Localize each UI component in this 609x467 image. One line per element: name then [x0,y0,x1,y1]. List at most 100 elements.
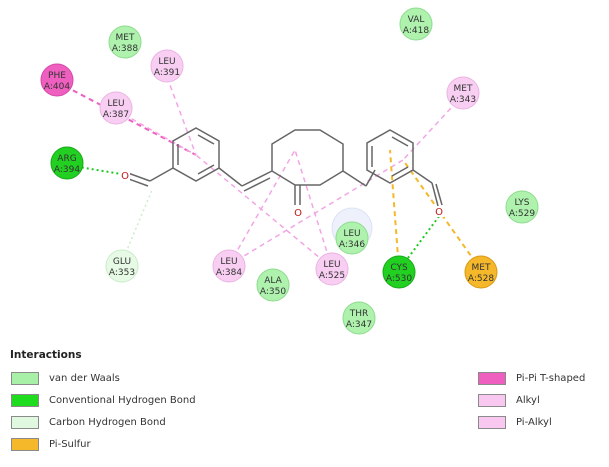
legend-label-pialkyl: Pi-Alkyl [516,416,552,428]
interaction-line-cys530-a [389,149,400,271]
residue-label-glu353-chain: A:353 [109,268,135,278]
residue-label-cys530-chain: A:530 [386,274,412,284]
residue-circle-val418 [399,7,433,41]
residue-label-phe404-name: PHE [48,71,66,81]
residue-label-leu391-name: LEU [158,57,175,67]
oxygen-label-left: O [121,171,129,182]
residue-label-met343-name: MET [454,84,473,94]
legend-item-pialkyl: Pi-Alkyl [478,414,552,430]
residue-circle-phe404 [40,63,74,97]
residue-layer: META:388VALA:418LEUA:391PHEA:404LEUA:387… [40,7,539,335]
legend-item-alkyl: Alkyl [478,392,540,408]
residue-label-leu384-chain: A:384 [216,268,242,278]
residue-label-thr347-name: THR [349,309,369,319]
residue-circle-leu387 [99,91,133,125]
legend-swatch-pialkyl [478,415,506,429]
interaction-line-leu384-b [228,159,404,266]
legend-swatch-pipi [478,371,506,385]
residue-label-thr347-chain: A:347 [346,320,372,330]
residue-label-leu346-name: LEU [343,229,360,239]
residue-label-phe404-chain: A:404 [44,82,70,92]
interaction-line-glu353 [121,189,153,263]
residue-label-met388-name: MET [116,33,135,43]
residue-label-met343-chain: A:343 [450,95,476,105]
residue-label-met388-chain: A:388 [112,44,138,54]
residue-label-cys530-name: CYS [390,263,408,273]
residue-label-ala350-name: ALA [264,276,282,286]
legend-swatch-alkyl [478,393,506,407]
residue-circle-leu525 [315,252,349,286]
legend-item-vdw: van der Waals [11,370,120,386]
residue-label-arg394-name: ARG [57,154,76,164]
residue-circle-lys529 [505,190,539,224]
residue-label-leu387-chain: A:387 [103,110,129,120]
interaction-line-leu384-a [228,149,296,266]
legend-label-hbond: Conventional Hydrogen Bond [49,394,196,406]
legend-label-pisulfur: Pi-Sulfur [49,438,91,450]
residue-circle-ala350 [256,268,290,302]
residue-label-leu525-name: LEU [323,260,340,270]
residue-label-leu525-chain: A:525 [319,271,345,281]
residue-label-leu384-name: LEU [220,257,237,267]
legend-swatch-pisulfur [11,437,39,451]
oxygen-label-center: O [294,208,302,219]
residue-circle-met528 [464,255,498,289]
residue-label-lys529-chain: A:529 [509,209,535,219]
legend-swatch-chbond [11,415,39,429]
legend-item-hbond: Conventional Hydrogen Bond [11,392,196,408]
residue-label-val418-name: VAL [408,15,425,25]
left-benzene-ring [172,127,220,182]
legend-label-alkyl: Alkyl [516,394,540,406]
residue-circle-glu353 [105,249,139,283]
oxygen-atoms: O O O [120,170,444,219]
ligand-structure [125,127,443,207]
residue-label-leu346-chain: A:346 [339,240,365,250]
legend-label-chbond: Carbon Hydrogen Bond [49,416,166,428]
residue-circle-met388 [108,25,142,59]
interaction-line-leu391 [166,76,197,156]
legend-swatch-vdw [11,371,39,385]
residue-label-val418-chain: A:418 [403,26,429,36]
residue-label-met528-name: MET [472,263,491,273]
legend-label-vdw: van der Waals [49,372,120,384]
residue-label-met528-chain: A:528 [468,274,494,284]
legend-item-pisulfur: Pi-Sulfur [11,436,91,452]
residue-label-lys529-name: LYS [514,198,529,208]
residue-label-glu353-name: GLU [113,257,131,267]
legend-label-pipi: Pi-Pi T-shaped [516,372,586,384]
residue-circle-leu391 [150,49,184,83]
residue-circle-met343 [446,76,480,110]
residue-label-leu391-chain: A:391 [154,68,180,78]
residue-circle-leu346 [335,221,369,255]
legend-item-pipi: Pi-Pi T-shaped [478,370,585,386]
legend-item-chbond: Carbon Hydrogen Bond [11,414,166,430]
residue-circle-cys530 [382,255,416,289]
interaction-line-leu525-a [294,149,333,269]
central-ring [271,129,344,186]
residue-label-arg394-chain: A:394 [54,165,80,175]
legend-swatch-hbond [11,393,39,407]
residue-circle-leu384 [212,249,246,283]
residue-circle-thr347 [342,301,376,335]
legend-title: Interactions [10,349,82,361]
residue-label-ala350-chain: A:350 [260,287,286,297]
residue-label-leu387-name: LEU [107,99,124,109]
residue-circle-arg394 [50,146,84,180]
